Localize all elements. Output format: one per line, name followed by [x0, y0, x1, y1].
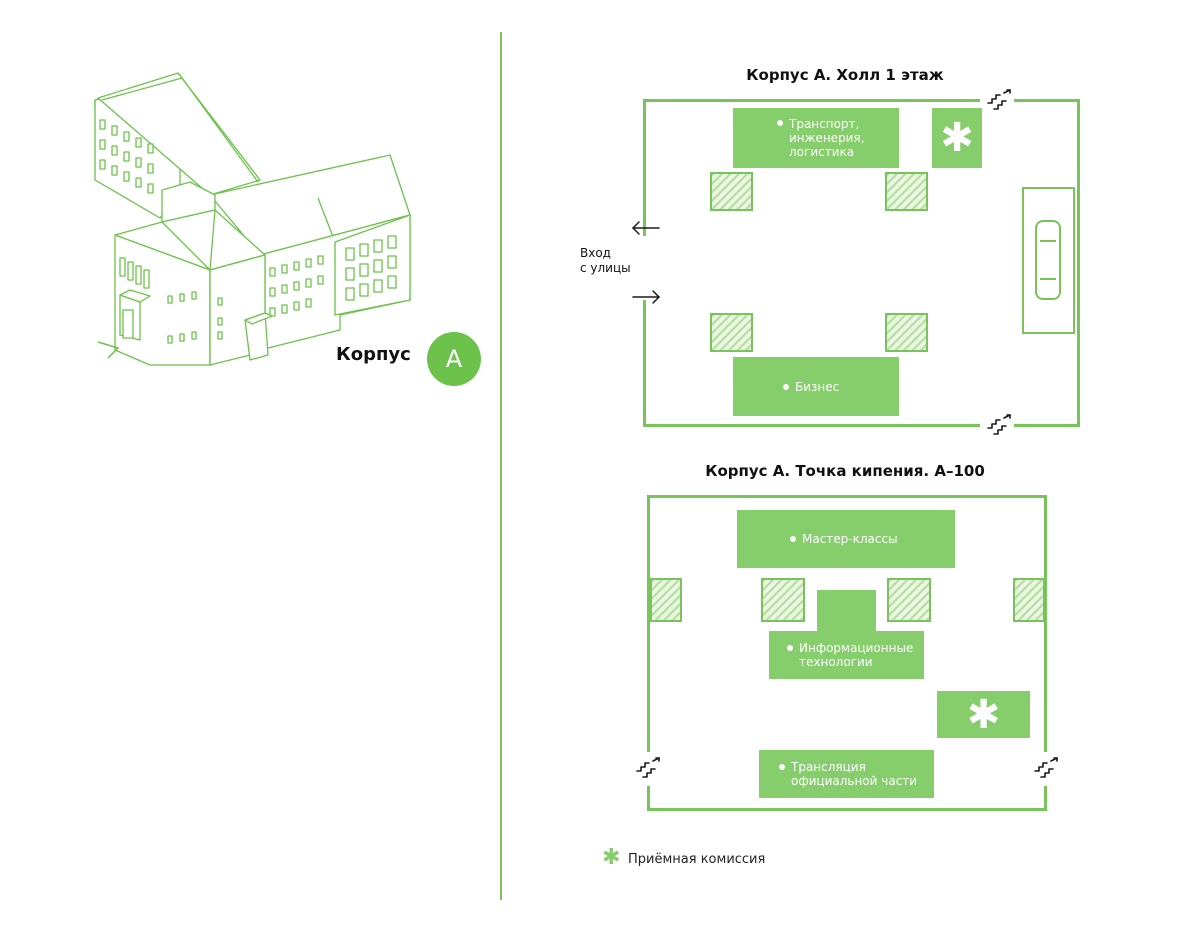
plan1-entrance-gap	[640, 236, 650, 300]
column	[885, 313, 928, 352]
column	[885, 172, 928, 211]
zone-it[interactable]: Информационные технологии	[769, 631, 924, 679]
entry-label: Вход с улицы	[580, 246, 631, 275]
stairs-icon	[987, 89, 1011, 110]
plan1-stairs-gap-top	[980, 94, 1014, 108]
zone-dot	[787, 645, 793, 651]
building-illustration	[94, 72, 411, 366]
admissions-zone-a100[interactable]: ✱	[937, 691, 1030, 738]
zone-transport-label: Транспорт, инженерия, логистика	[789, 117, 865, 159]
stairs-icon	[987, 414, 1011, 435]
column	[710, 172, 753, 211]
column	[650, 578, 682, 622]
zone-masterclasses-label: Мастер-классы	[802, 532, 898, 546]
plan1-title: Корпус А. Холл 1 этаж	[746, 66, 944, 84]
info-stand	[1022, 187, 1075, 334]
zone-transport[interactable]: Транспорт, инженерия, логистика	[733, 108, 899, 168]
zone-masterclasses[interactable]: Мастер-классы	[737, 510, 955, 568]
building-badge: A	[427, 332, 481, 386]
stairs-icon	[1034, 757, 1058, 778]
building-label: Корпус	[336, 344, 411, 365]
zone-dot	[790, 536, 796, 542]
asterisk-icon: ✱	[602, 845, 621, 870]
plan2-walls	[647, 495, 1047, 811]
asterisk-icon: ✱	[966, 691, 1001, 738]
zone-broadcast[interactable]: Трансляция официальной части	[759, 750, 934, 798]
column	[887, 578, 931, 622]
zone-dot	[779, 764, 785, 770]
zone-business-label: Бизнес	[795, 379, 840, 394]
legend-admissions-label: Приёмная комиссия	[628, 852, 766, 867]
asterisk-icon: ✱	[940, 115, 974, 161]
enter-arrow-icon	[632, 290, 661, 304]
zone-dot	[777, 120, 783, 126]
info-stand-inner	[1035, 220, 1061, 300]
zone-business[interactable]: Бизнес	[733, 357, 899, 416]
column	[1013, 578, 1045, 622]
zone-broadcast-label: Трансляция официальной части	[791, 760, 918, 788]
column	[761, 578, 805, 622]
info-stand-line	[1040, 240, 1056, 242]
stage	[817, 590, 876, 632]
zone-dot	[783, 383, 789, 390]
plan2-title: Корпус А. Точка кипения. А–100	[705, 462, 985, 480]
column	[710, 313, 753, 352]
stairs-icon	[636, 757, 660, 778]
divider	[500, 32, 502, 900]
exit-arrow-icon	[631, 221, 660, 235]
info-stand-line	[1040, 278, 1056, 280]
zone-it-label: Информационные технологии	[799, 641, 914, 669]
admissions-zone-hall[interactable]: ✱	[932, 108, 982, 168]
